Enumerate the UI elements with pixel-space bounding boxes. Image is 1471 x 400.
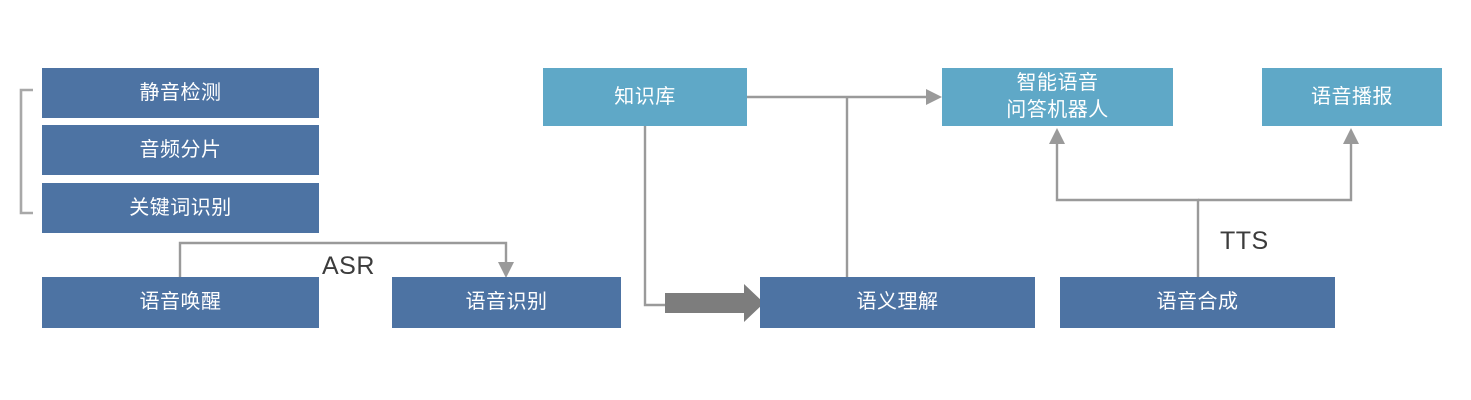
- node-voice-wakeup[interactable]: 语音唤醒: [42, 277, 319, 328]
- node-silence-detection-label: 静音检测: [139, 81, 222, 104]
- node-speech-recognition-label: 语音识别: [465, 291, 548, 313]
- node-audio-slicing-label: 音频分片: [139, 138, 222, 161]
- edge-kb-to-robot: [747, 89, 942, 105]
- node-speech-synthesis-label: 语音合成: [1156, 291, 1239, 313]
- edge-label-tts: TTS: [1220, 227, 1269, 255]
- node-voice-broadcast[interactable]: 语音播报: [1262, 68, 1442, 126]
- node-audio-slicing[interactable]: 音频分片: [42, 125, 319, 175]
- node-voice-broadcast-label: 语音播报: [1311, 85, 1393, 108]
- edge-tts-split: [1049, 128, 1359, 277]
- node-qa-robot[interactable]: 智能语音问答机器人: [942, 68, 1173, 126]
- node-semantic-understanding[interactable]: 语义理解: [760, 277, 1035, 328]
- node-qa-robot-label: 智能语音问答机器人: [1006, 72, 1109, 121]
- edge-label-asr: ASR: [322, 252, 375, 280]
- node-knowledge-base[interactable]: 知识库: [543, 68, 747, 126]
- node-keyword-spotting[interactable]: 关键词识别: [42, 183, 319, 233]
- node-speech-synthesis[interactable]: 语音合成: [1060, 277, 1335, 328]
- node-semantic-understanding-label: 语义理解: [856, 291, 939, 313]
- node-speech-recognition[interactable]: 语音识别: [392, 277, 621, 328]
- node-voice-wakeup-label: 语音唤醒: [139, 291, 222, 313]
- node-silence-detection[interactable]: 静音检测: [42, 68, 319, 118]
- node-keyword-spotting-label: 关键词识别: [129, 196, 232, 219]
- edge-asr-to-semantic: [643, 126, 764, 322]
- preprocessing-bracket-icon: [19, 88, 33, 215]
- node-knowledge-base-label: 知识库: [614, 85, 676, 108]
